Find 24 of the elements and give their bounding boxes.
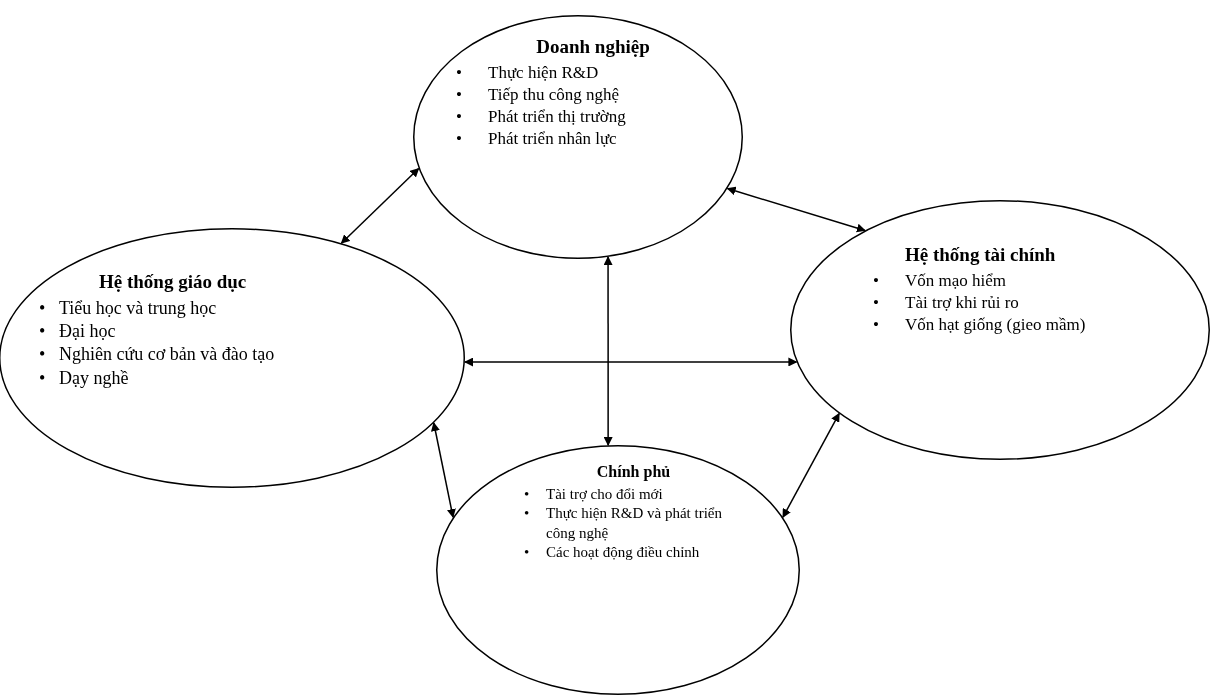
bullet-item: • Phát triển nhân lực: [455, 127, 618, 150]
bullet-item: • Tiểu học và trung học: [38, 296, 218, 320]
bullet-item: • Phát triển thị trường: [455, 105, 627, 128]
bullet-item: • Vốn hạt giống (gieo mầm): [872, 313, 1087, 336]
double-arrow: [726, 186, 866, 233]
double-arrow: [782, 412, 840, 518]
bullet-item: • Tài trợ khi rủi ro: [872, 291, 1020, 314]
bullet-item: • Đại học: [38, 320, 117, 344]
node-heading: Hệ thống giáo dục: [98, 270, 248, 294]
bullet-item: • Tiếp thu công nghệ: [455, 83, 621, 106]
bullet-item: • Thực hiện R&D: [455, 61, 600, 84]
bullet-item: • Dạy nghề: [38, 366, 130, 390]
bullet-item: • Nghiên cứu cơ bản và đào tạo: [38, 343, 276, 367]
bullet-item: • Vốn mạo hiểm: [872, 269, 1008, 292]
bullet-item: • Tài trợ cho đổi mới: [523, 484, 664, 504]
double-arrow: [431, 422, 456, 519]
node-heading: Chính phủ: [595, 462, 672, 483]
bullet-item: • Các hoạt động điều chỉnh: [523, 543, 701, 563]
node-heading: Hệ thống tài chính: [904, 243, 1057, 267]
bullet-item: • Thực hiện R&D và phát triển công nghệ: [523, 504, 723, 543]
double-arrow: [464, 357, 798, 367]
double-arrow: [340, 167, 420, 244]
double-arrow: [603, 256, 613, 447]
node-heading: Doanh nghiệp: [535, 35, 651, 59]
